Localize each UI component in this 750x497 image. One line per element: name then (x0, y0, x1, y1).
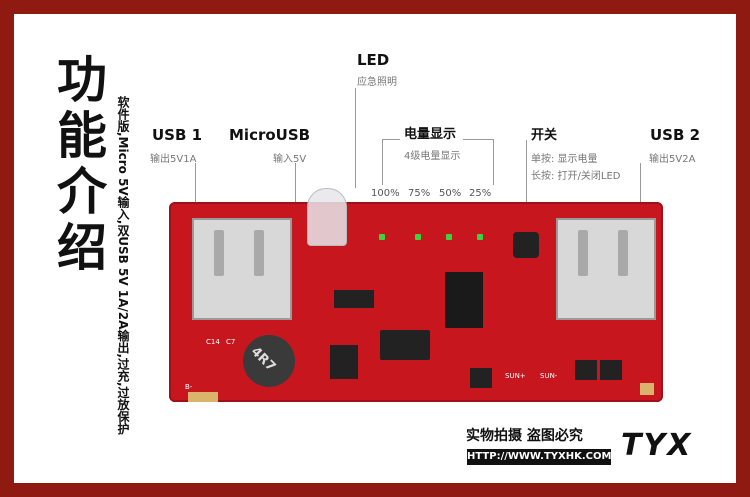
diode (334, 290, 374, 308)
chip-u1 (470, 368, 492, 388)
switch-button (513, 232, 539, 258)
resistor-array (380, 330, 430, 360)
vertical-caption: 软件版,Micro 5V输入,双USB 5V 1A/2A输出,过充,过放保护 (116, 96, 130, 435)
indicator-led-3 (446, 234, 452, 240)
pad-right (640, 383, 654, 395)
usb2-sublabel: 输出5V2A (649, 154, 696, 165)
chip-u5 (575, 360, 597, 380)
silk-c14: C14 (206, 338, 220, 346)
led-sublabel: 应急照明 (357, 77, 397, 88)
brand-url: HTTP://WWW.TYXHK.COM (467, 449, 611, 465)
silk-sun-minus: SUN- (540, 372, 558, 380)
led-leader (355, 88, 356, 188)
usb1-port (192, 218, 292, 320)
battery-label: 电量显示 (404, 127, 457, 142)
indicator-led-1 (379, 234, 385, 240)
brand-logo: TYX (621, 428, 693, 463)
switch-label: 开关 (531, 128, 558, 143)
usb1-leader-v (195, 163, 196, 213)
led-label: LED (357, 51, 390, 69)
pad-battery-minus (188, 392, 218, 402)
inductor (243, 335, 295, 387)
silk-b-minus: B- (185, 383, 193, 391)
silk-c7: C7 (226, 338, 236, 346)
usb2-port (556, 218, 656, 320)
switch-leader (526, 140, 527, 232)
level-50: 50% (439, 188, 462, 199)
level-100: 100% (371, 188, 400, 199)
title-char-3: 介 (57, 163, 107, 221)
microusb-label: MicroUSB (229, 126, 311, 144)
ic-chip (445, 272, 483, 328)
level-25: 25% (469, 188, 492, 199)
battery-leader-h1 (382, 139, 400, 140)
battery-leader-v1 (382, 139, 383, 185)
switch-single: 单按: 显示电量 (531, 154, 598, 165)
indicator-led-2 (415, 234, 421, 240)
battery-leader-h2 (463, 139, 493, 140)
title-char-1: 功 (57, 51, 107, 109)
title-char-4: 绍 (57, 219, 107, 277)
microusb-leader (295, 163, 296, 218)
usb2-leader (640, 163, 641, 213)
battery-sublabel: 4级电量显示 (404, 151, 461, 162)
microusb-sublabel: 输入5V (273, 154, 307, 165)
usb1-label: USB 1 (152, 126, 203, 144)
indicator-led-4 (477, 234, 483, 240)
mosfet (330, 345, 358, 379)
usb2-label: USB 2 (650, 126, 701, 144)
battery-leader-v2 (493, 139, 494, 185)
led-component (307, 188, 347, 246)
slogan: 实物拍摄 盗图必究 (466, 428, 583, 444)
chip-u6 (600, 360, 622, 380)
switch-long: 长按: 打开/关闭LED (531, 171, 621, 182)
usb1-sublabel: 输出5V1A (150, 154, 197, 165)
level-75: 75% (408, 188, 431, 199)
title-char-2: 能 (57, 107, 107, 165)
silk-sun-plus: SUN+ (505, 372, 526, 380)
